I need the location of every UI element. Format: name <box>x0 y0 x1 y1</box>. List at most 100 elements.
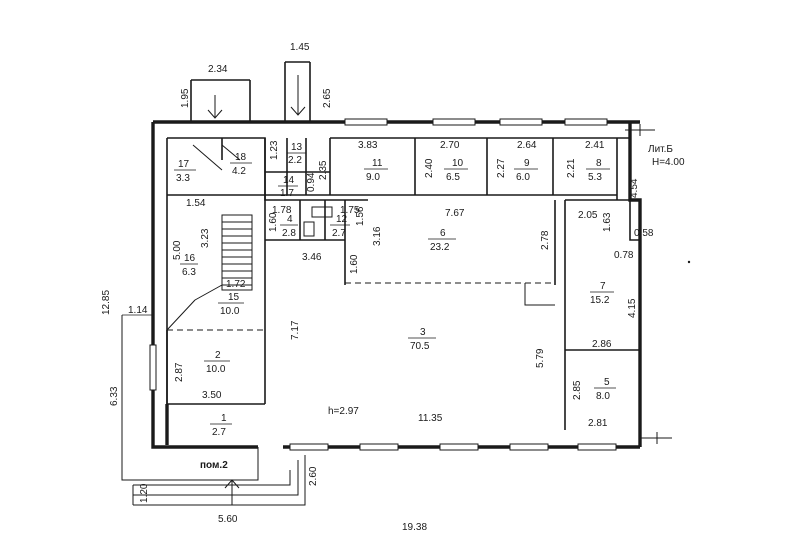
room-14: 14 1.7 <box>278 175 298 199</box>
dimension: 2.41 <box>585 140 605 151</box>
premise-outline <box>121 315 259 481</box>
room-area: 10.0 <box>206 364 226 375</box>
dimension: 1.45 <box>290 42 310 53</box>
wall-o <box>616 195 640 241</box>
room-area: 3.3 <box>176 173 190 184</box>
east-wall <box>628 122 642 447</box>
room-3: 3 70.5 <box>408 327 436 352</box>
dimension: 2.86 <box>592 339 612 350</box>
room-area: 6.3 <box>182 267 196 278</box>
window <box>439 443 479 451</box>
room-area: 15.2 <box>590 295 610 306</box>
room-number: 10 <box>452 158 464 169</box>
wall-m <box>564 199 630 430</box>
room-area: 10.0 <box>220 306 240 317</box>
dimension: 1.78 <box>272 205 292 216</box>
room-number: 1 <box>221 413 227 424</box>
dimension: 2.78 <box>540 230 551 250</box>
dimension: 6.33 <box>109 386 120 406</box>
room-16: 16 6.3 <box>180 253 198 278</box>
room-number: 15 <box>228 292 240 303</box>
dimension: 2.64 <box>517 140 537 151</box>
room-12: 12 2.7 <box>330 214 350 239</box>
room-number: 11 <box>372 158 383 169</box>
room-number: 17 <box>178 159 190 170</box>
wall-j <box>414 138 618 195</box>
dimension: 2.70 <box>440 140 460 151</box>
literal-label: Лит.Б <box>648 144 673 155</box>
room-area: 8.0 <box>596 391 610 402</box>
room-number: 9 <box>524 158 530 169</box>
annex-1 <box>190 79 251 122</box>
section-mark-ne <box>625 124 655 136</box>
dimension: 7.67 <box>445 208 465 219</box>
dimension: 1.95 <box>180 88 191 108</box>
dimension: 2.21 <box>566 158 577 178</box>
room-4: 4 2.8 <box>280 214 298 239</box>
pillar <box>524 283 555 306</box>
dimension: 0.94 <box>306 172 317 192</box>
dimension: 2.27 <box>496 158 507 178</box>
dimension: 2.65 <box>322 88 333 108</box>
dimension: 1.54 <box>186 198 206 209</box>
room-17: 17 3.3 <box>174 159 196 184</box>
wall-l <box>344 200 556 285</box>
dimension: 1.14 <box>128 305 148 316</box>
dimension: 2.34 <box>208 64 228 75</box>
window <box>509 443 549 451</box>
room-area: 2.2 <box>288 155 302 166</box>
window <box>432 118 476 126</box>
dimension: 2.85 <box>572 380 583 400</box>
room-labels: 1 2.7 2 10.0 3 70.5 4 2.8 5 8.0 6 23.2 <box>174 142 616 438</box>
room-7: 7 15.2 <box>590 281 614 306</box>
dimension: 1.60 <box>349 254 360 274</box>
building-labels: Лит.Б H=4.00 h=2.97 пом.2 <box>200 144 685 471</box>
premise-label: пом.2 <box>200 460 228 471</box>
room-area: 9.0 <box>366 172 380 183</box>
entrance-arrow-3 <box>224 479 240 505</box>
window <box>499 118 543 126</box>
room-number: 18 <box>235 152 247 163</box>
room-height-label: h=2.97 <box>328 406 359 417</box>
dimension: 5.00 <box>172 240 183 260</box>
room-area: 2.7 <box>332 228 346 239</box>
dimension: 1.60 <box>268 212 279 232</box>
room-number: 14 <box>283 175 295 186</box>
room-18: 18 4.2 <box>230 152 252 177</box>
dimension: 2.60 <box>308 466 319 486</box>
room-11: 11 9.0 <box>364 158 388 183</box>
dimension: 2.87 <box>174 362 185 382</box>
room-6: 6 23.2 <box>428 228 456 253</box>
room-number: 6 <box>440 228 446 239</box>
wall-e <box>264 138 368 201</box>
room-area: 23.2 <box>430 242 450 253</box>
dimension: 3.23 <box>200 228 211 248</box>
dimension: 3.83 <box>358 140 378 151</box>
toilet <box>303 221 315 237</box>
room-number: 2 <box>215 350 221 361</box>
dimension-labels: 2.34 1.45 1.95 2.65 3.83 2.70 2.64 2.41 … <box>101 42 654 533</box>
dimension: 1.72 <box>226 279 246 290</box>
room-number: 12 <box>336 214 348 225</box>
room-area: 6.0 <box>516 172 530 183</box>
dimension: 1.63 <box>602 212 613 232</box>
room-area: 70.5 <box>410 341 430 352</box>
sink <box>311 206 333 218</box>
dimension: 0.78 <box>614 250 634 261</box>
window <box>289 443 329 451</box>
window <box>344 118 388 126</box>
dimension: 2.35 <box>318 160 329 180</box>
section-marks <box>121 75 672 506</box>
dimension: 2.81 <box>588 418 608 429</box>
room-15: 15 10.0 <box>218 292 244 317</box>
room-8: 8 5.3 <box>586 158 610 183</box>
dimension: 3.50 <box>202 390 222 401</box>
dimension: 0.58 <box>634 228 654 239</box>
stair-treads <box>222 221 252 286</box>
outside-steps <box>132 455 306 506</box>
room-number: 7 <box>600 281 606 292</box>
dimension: 19.38 <box>402 522 427 533</box>
stair <box>221 214 253 291</box>
room-area: 2.7 <box>212 427 226 438</box>
